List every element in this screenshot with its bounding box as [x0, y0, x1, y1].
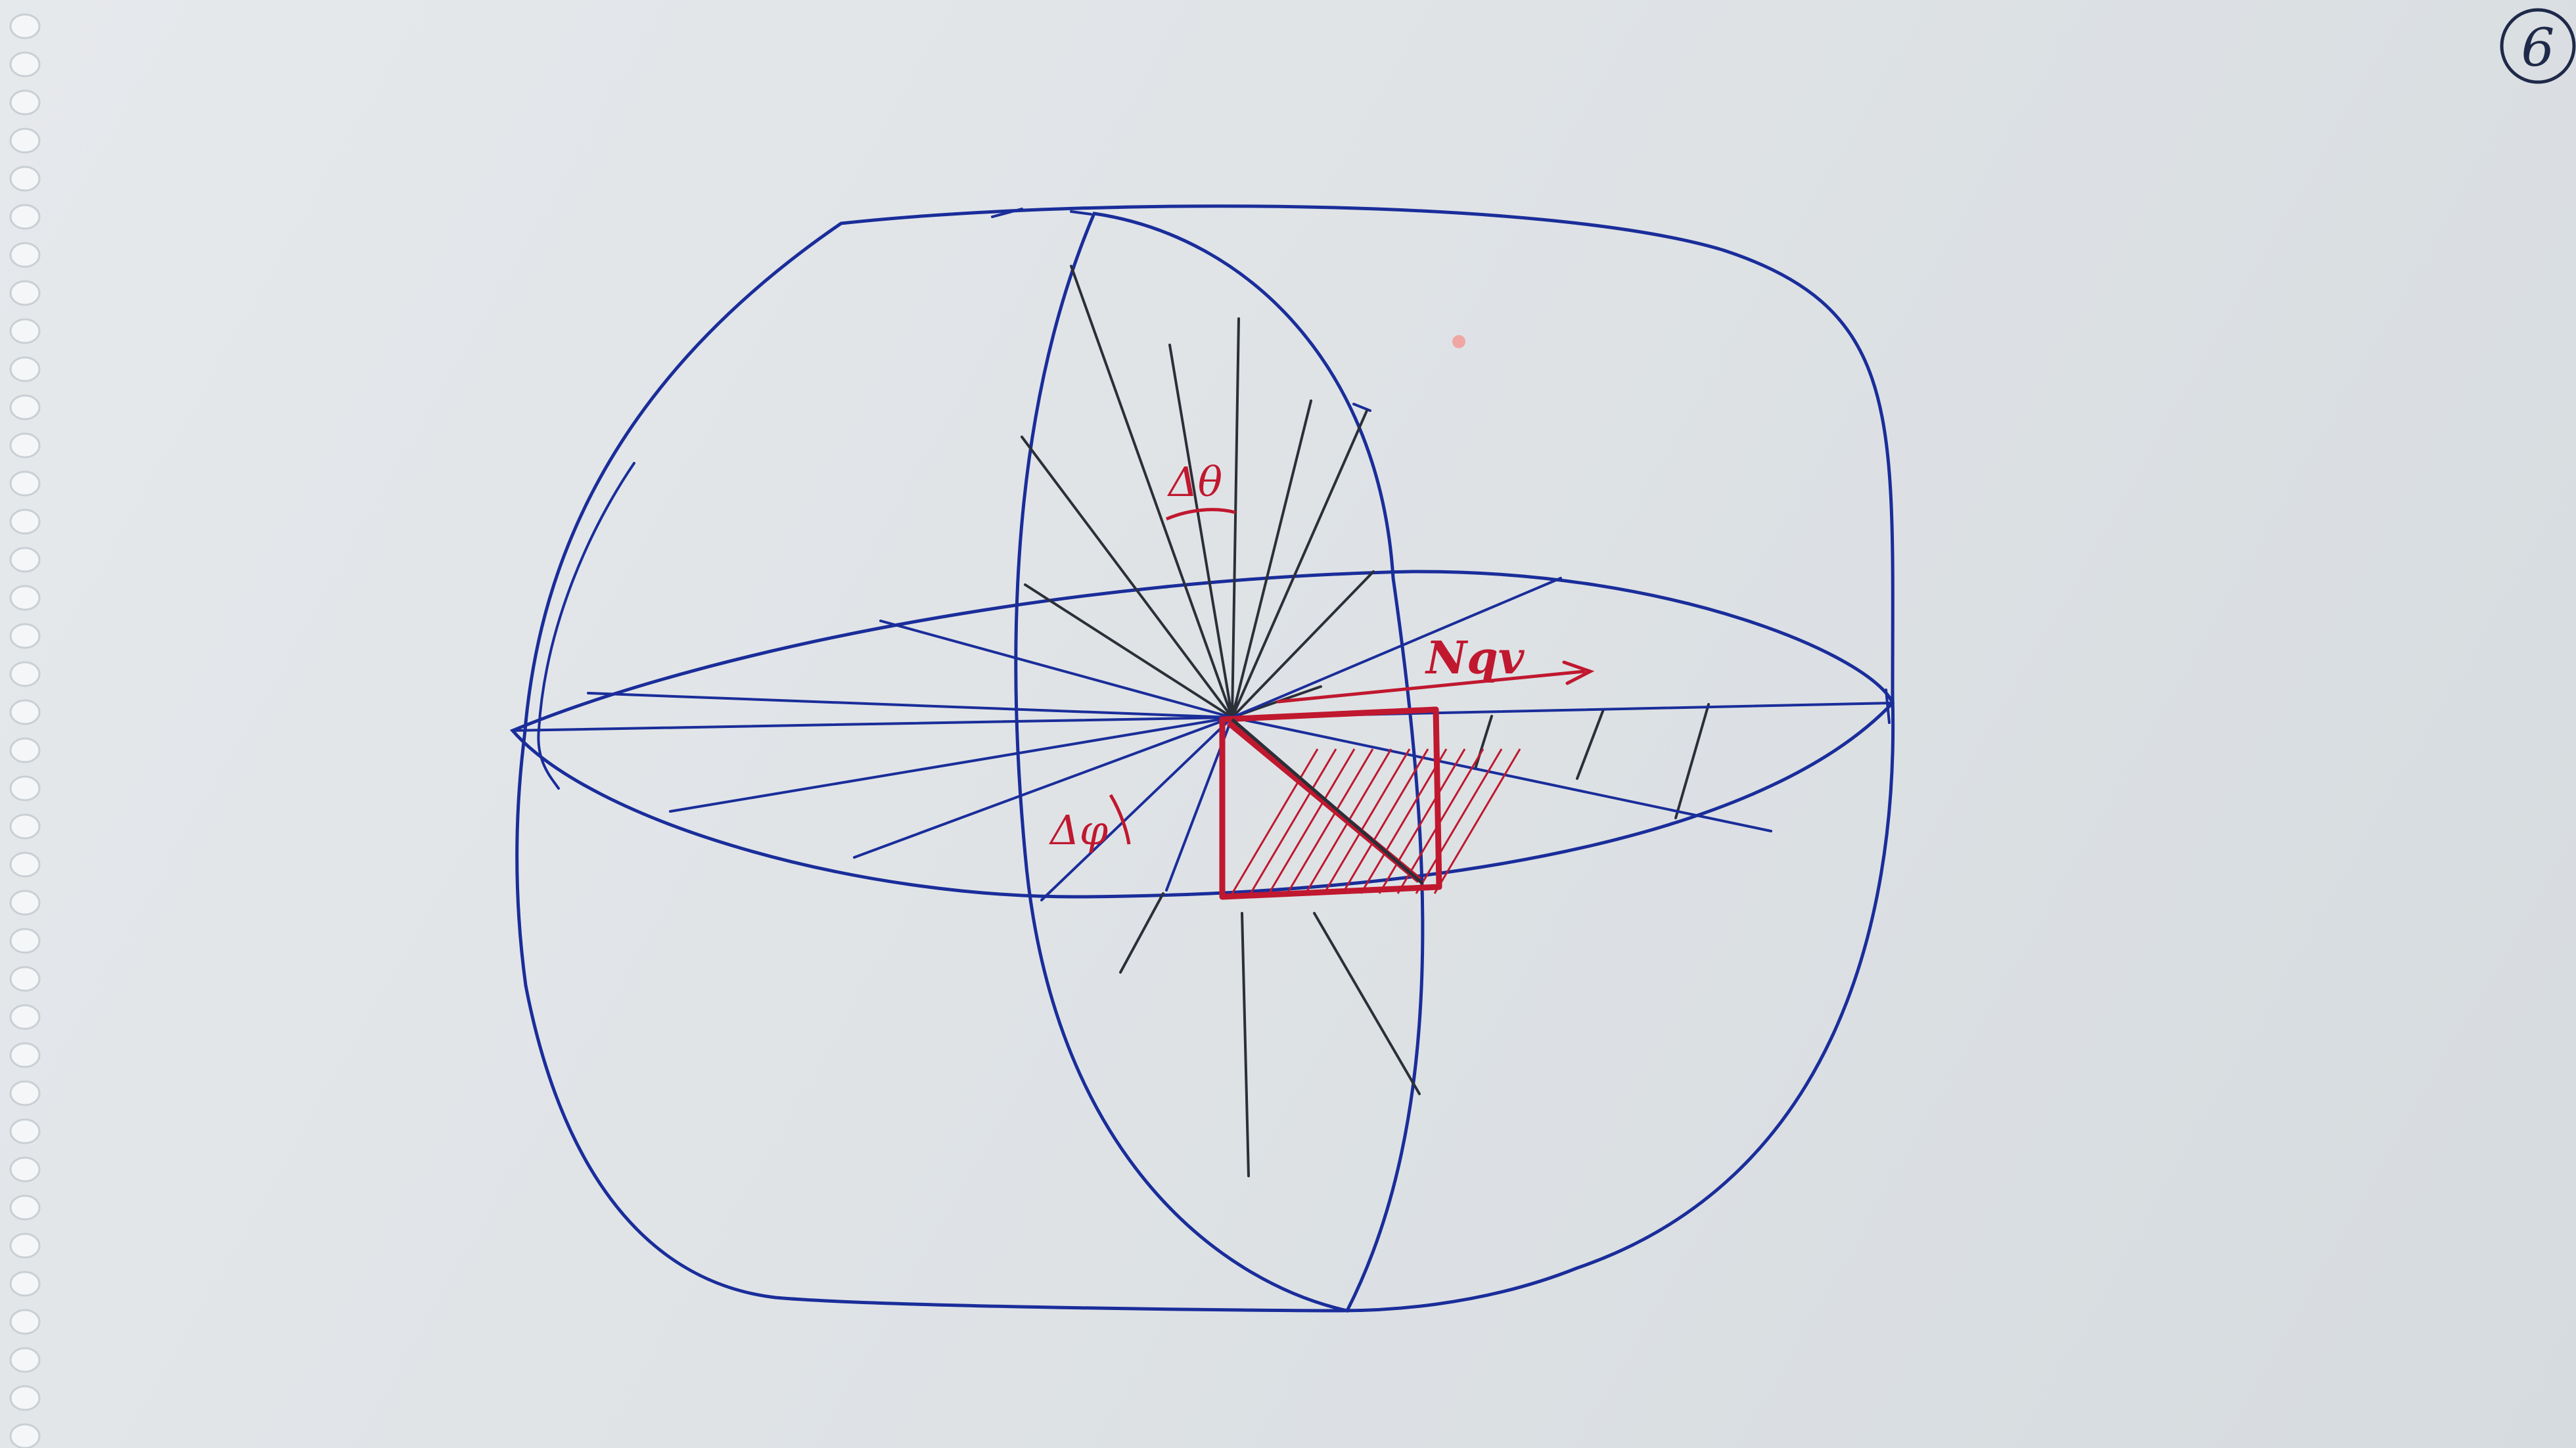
binder-hole: [9, 280, 41, 306]
radial-line: [1313, 912, 1421, 1095]
radial-line: [1040, 716, 1233, 901]
binder-hole: [9, 1194, 41, 1221]
binder-holes: [9, 13, 41, 1448]
binder-hole: [9, 737, 41, 763]
hatch-line: [1323, 748, 1411, 894]
hatch-line: [1231, 748, 1319, 894]
radial-line: [1024, 583, 1233, 719]
binder-hole: [9, 204, 41, 230]
radial-line: [879, 620, 1233, 719]
radial-line: [1070, 265, 1233, 719]
binder-hole: [9, 547, 41, 573]
radial-line: [1119, 892, 1164, 974]
binder-hole: [9, 166, 41, 192]
tick-mark: [1674, 703, 1710, 819]
highlighted-cell: [1219, 660, 1595, 900]
binder-hole: [9, 1271, 41, 1297]
page-number: 6: [2521, 17, 2555, 78]
binder-hole: [9, 1385, 41, 1411]
tick-mark: [1576, 708, 1605, 780]
binder-hole: [9, 1347, 41, 1373]
meridian-ellipse: [1014, 212, 1425, 1313]
binder-hole: [9, 242, 41, 268]
binder-hole: [9, 127, 41, 154]
hatch-line: [1433, 748, 1521, 894]
radial-line: [1231, 577, 1562, 719]
hatch-line: [1415, 748, 1503, 894]
hatch-line: [1286, 748, 1374, 894]
radial-line: [1231, 409, 1368, 719]
hatch-line: [1396, 748, 1484, 894]
binder-hole: [9, 699, 41, 725]
binder-hole: [9, 356, 41, 382]
radial-line: [669, 716, 1233, 813]
delta-phi-label: Δφ: [1049, 806, 1109, 854]
binder-hole: [9, 1004, 41, 1030]
binder-hole: [9, 851, 41, 878]
binder-hole: [9, 394, 41, 420]
binder-hole: [9, 890, 41, 916]
binder-hole: [9, 509, 41, 535]
delta-theta-label: Δθ: [1167, 458, 1222, 506]
radial-line: [587, 692, 1233, 719]
equator-ellipse: [509, 570, 1895, 899]
binder-hole: [9, 51, 41, 78]
binder-hole: [9, 661, 41, 687]
hatch-line: [1378, 748, 1466, 894]
velocity-label: Nqv: [1425, 632, 1525, 685]
binder-hole: [9, 1156, 41, 1183]
velocity-arrow: [1276, 660, 1595, 704]
binder-hole: [9, 1080, 41, 1106]
binder-hole: [9, 1118, 41, 1144]
radial-line: [1231, 317, 1240, 719]
binder-hole: [9, 1233, 41, 1259]
binder-hole: [9, 1309, 41, 1335]
binder-hole: [9, 318, 41, 344]
delta-theta-arc: [1166, 508, 1236, 521]
radial-line: [1168, 344, 1233, 719]
hatch-line: [1268, 748, 1356, 894]
hatch-line: [1341, 748, 1429, 894]
binder-hole: [9, 13, 41, 39]
radial-line: [1241, 912, 1250, 1177]
binder-hole: [9, 470, 41, 497]
binder-hole: [9, 623, 41, 649]
radial-line: [1021, 436, 1233, 719]
radial-line: [1231, 716, 1772, 832]
hatch-line: [1249, 748, 1337, 894]
binder-hole: [9, 1423, 41, 1448]
radial-line: [511, 716, 1233, 732]
sphere-outline: [515, 204, 1895, 1313]
tick-mark: [1474, 715, 1493, 770]
left-latitude-arc: [537, 462, 635, 790]
binder-hole: [9, 813, 41, 840]
binder-hole: [9, 89, 41, 116]
radial-line: [1231, 570, 1375, 719]
binder-hole: [9, 432, 41, 459]
ink-dot: [1452, 335, 1465, 348]
hatch-line: [1360, 748, 1448, 894]
binder-hole: [9, 1042, 41, 1068]
radial-line: [853, 716, 1233, 859]
binder-hole: [9, 775, 41, 802]
delta-phi-arc: [1109, 794, 1131, 845]
radial-line: [1231, 399, 1312, 719]
binder-hole: [9, 966, 41, 992]
page-number-badge: 6: [2500, 8, 2576, 84]
binder-hole: [9, 585, 41, 611]
binder-hole: [9, 928, 41, 954]
